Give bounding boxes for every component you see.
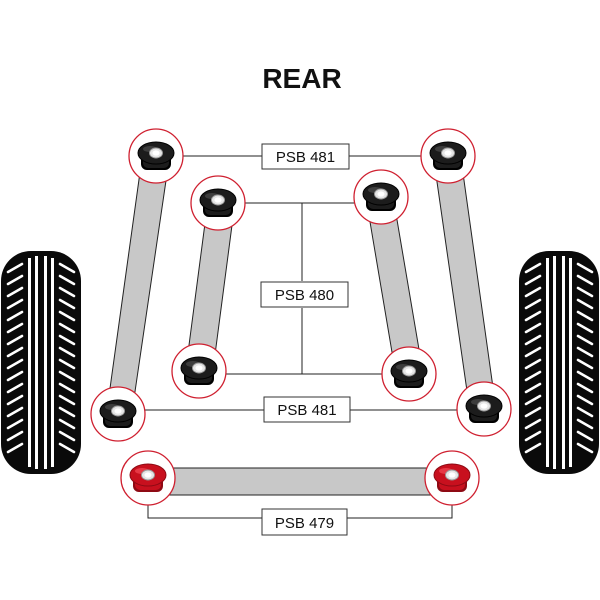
bushing-inner-upper-left-icon: [190, 175, 246, 231]
label-lower-link-text: PSB 481: [277, 402, 336, 419]
diagram-title: REAR: [262, 63, 341, 94]
left-tyre-icon: [0, 250, 82, 475]
bushing-inner-lower-left-icon: [171, 343, 227, 399]
label-upper-link-text: PSB 481: [276, 149, 335, 166]
right-inner-arm: [367, 207, 423, 371]
label-lower-link: PSB 481: [263, 396, 351, 423]
bushings: [90, 128, 512, 506]
left-outer-arm: [106, 164, 169, 413]
label-bottom-link: PSB 479: [261, 508, 348, 536]
bushing-lower-left-icon: [90, 386, 146, 442]
bushing-bottom-left-icon: [120, 450, 176, 506]
bushing-upper-left-icon: [128, 128, 184, 184]
bushing-bottom-right-icon: [424, 450, 480, 506]
right-outer-arm: [434, 165, 497, 413]
label-upper-link: PSB 481: [261, 143, 350, 170]
bushing-upper-right-icon: [420, 128, 476, 184]
right-tyre-icon: [518, 250, 600, 475]
label-middle-link: PSB 480: [260, 281, 349, 308]
label-bottom-link-text: PSB 479: [275, 515, 334, 532]
bushing-inner-upper-right-icon: [353, 169, 409, 225]
label-middle-link-text: PSB 480: [275, 287, 334, 304]
bushing-inner-lower-right-icon: [381, 346, 437, 402]
bushing-lower-right-icon: [456, 381, 512, 437]
bottom-arm: [154, 467, 443, 496]
